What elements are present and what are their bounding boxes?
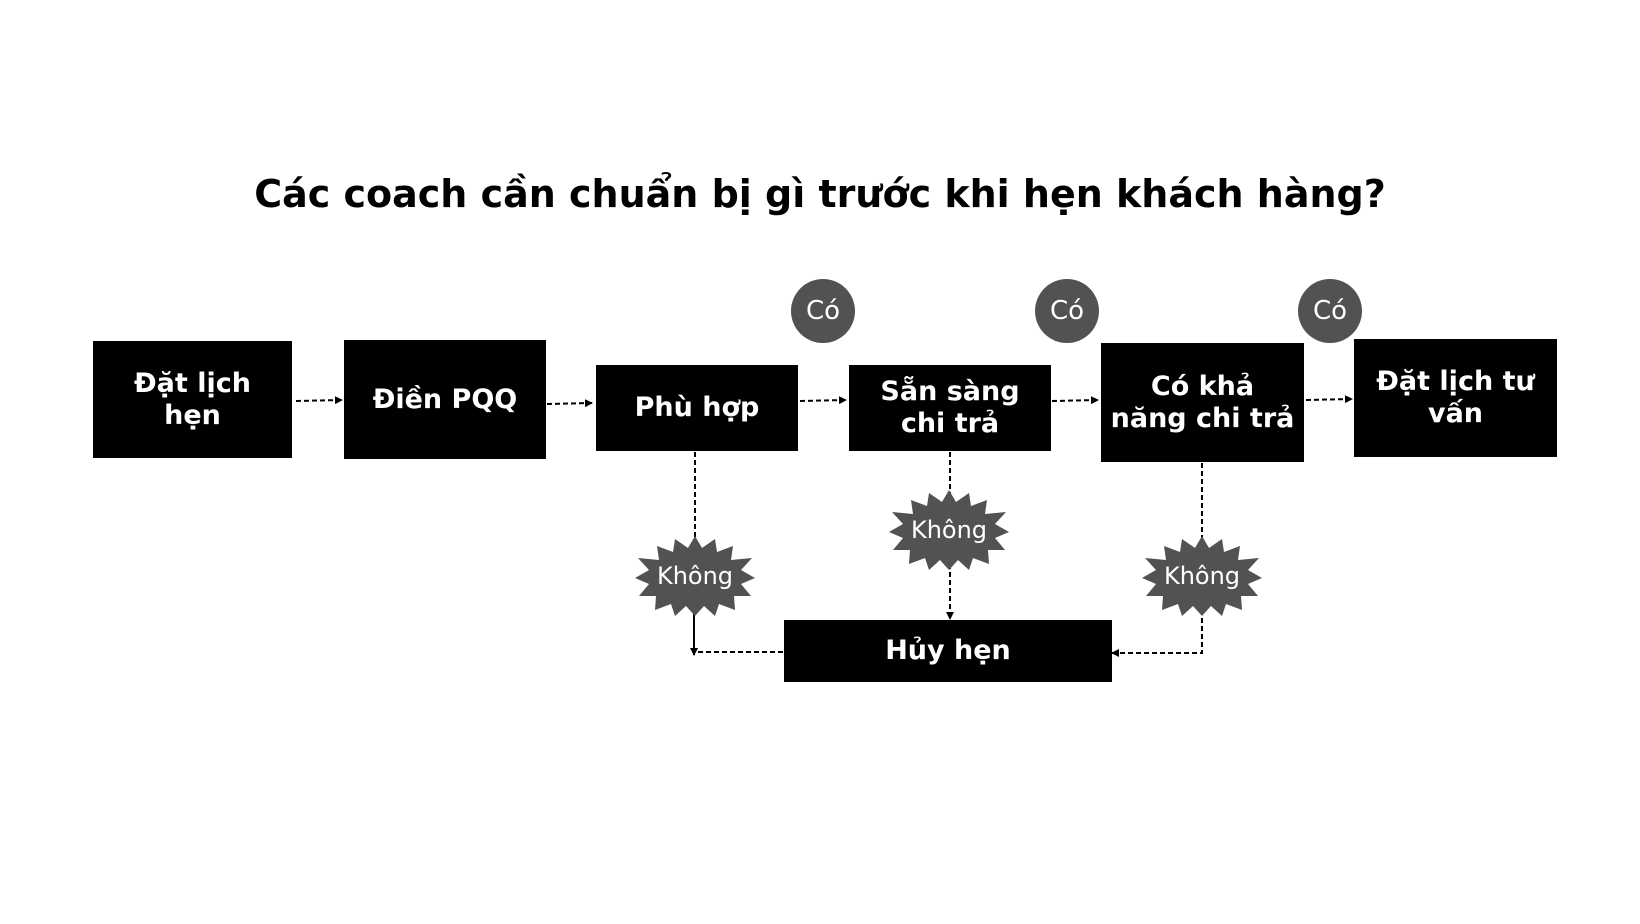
step-book-consultation-label: Đặt lịch tư vấn xyxy=(1376,366,1535,429)
no-burst-willing-shape xyxy=(889,490,1009,570)
arrow-able-to-cancel xyxy=(1111,602,1203,657)
diagram-title: Các coach cần chuẩn bị gì trước khi hẹn … xyxy=(254,172,1386,216)
yes-badge-willing-label: Có xyxy=(1049,296,1085,326)
no-burst-fit: Không xyxy=(634,534,756,618)
step-fit: Phù hợp xyxy=(596,365,798,451)
step-fill-pqq-label: Điền PQQ xyxy=(372,383,518,415)
arrow-book-to-pqq xyxy=(295,396,343,405)
no-burst-willing-label: Không xyxy=(910,516,988,544)
yes-badge-able: Có xyxy=(1298,279,1362,343)
step-fill-pqq: Điền PQQ xyxy=(344,340,546,459)
step-able-to-pay: Có khả năng chi trả xyxy=(1101,343,1304,462)
step-willing-to-pay-label: Sẵn sàng chi trả xyxy=(880,376,1020,439)
step-able-to-pay-label: Có khả năng chi trả xyxy=(1110,370,1295,434)
step-fit-label: Phù hợp xyxy=(634,392,760,423)
step-book-appointment: Đặt lịch hẹn xyxy=(93,341,292,458)
no-burst-willing: Không xyxy=(888,488,1010,572)
arrow-pqq-to-fit xyxy=(546,399,593,408)
step-willing-to-pay: Sẵn sàng chi trả xyxy=(849,365,1051,451)
arrow-willing-to-able xyxy=(1051,396,1099,405)
no-burst-able: Không xyxy=(1141,534,1263,618)
arrow-able-to-consult xyxy=(1305,395,1353,404)
yes-badge-willing: Có xyxy=(1035,279,1099,343)
step-book-appointment-label: Đặt lịch hẹn xyxy=(134,367,251,431)
yes-badge-able-label: Có xyxy=(1312,296,1348,326)
yes-badge-fit-label: Có xyxy=(805,296,841,326)
no-burst-fit-label: Không xyxy=(656,562,734,590)
yes-badge-fit: Có xyxy=(791,279,855,343)
step-cancel: Hủy hẹn xyxy=(784,620,1112,682)
no-burst-able-shape xyxy=(1142,536,1262,616)
arrow-fit-to-willing xyxy=(799,396,847,405)
step-book-consultation: Đặt lịch tư vấn xyxy=(1354,339,1557,457)
no-burst-able-label: Không xyxy=(1163,562,1241,590)
step-cancel-label: Hủy hẹn xyxy=(885,635,1011,666)
no-burst-fit-shape xyxy=(635,536,755,616)
